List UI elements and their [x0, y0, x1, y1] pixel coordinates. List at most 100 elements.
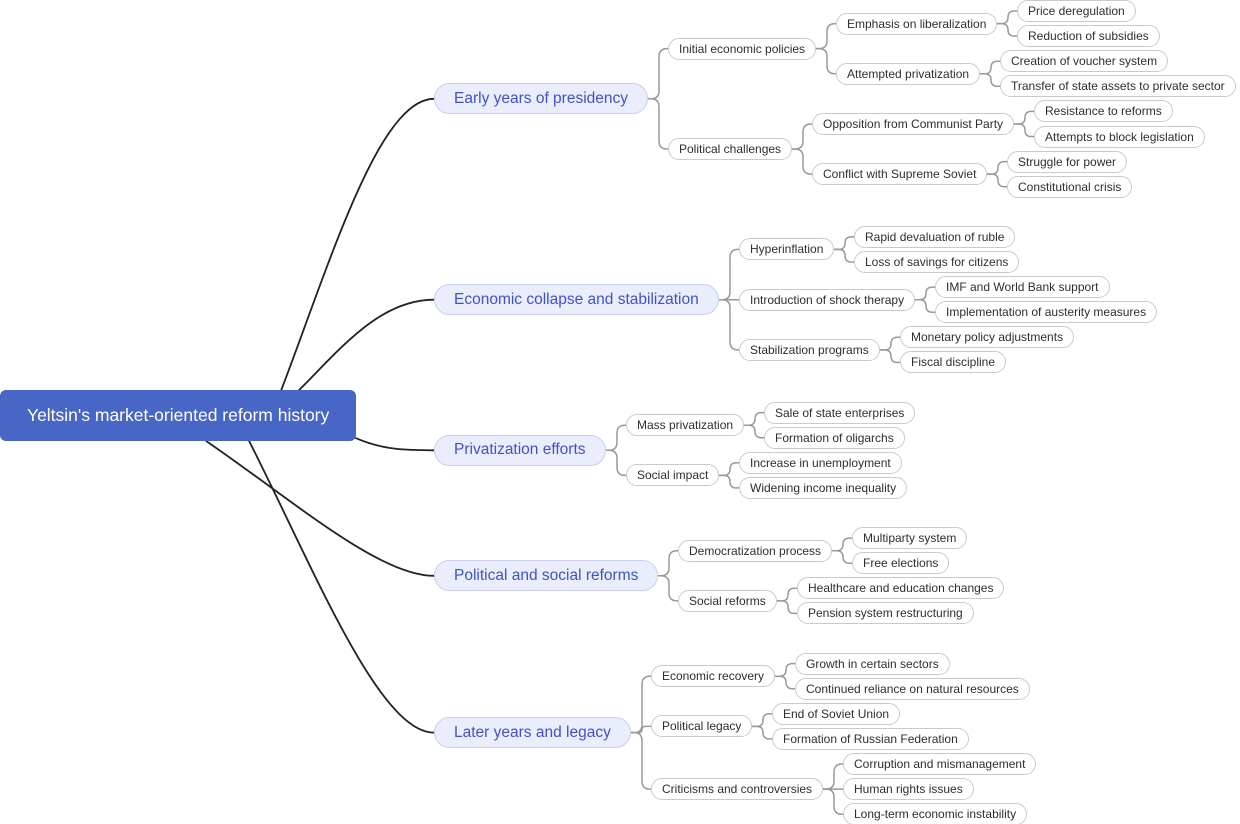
topic-node[interactable]: Struggle for power: [1007, 150, 1128, 173]
topic-node[interactable]: Long-term economic instability: [843, 803, 1028, 824]
connector-line: [774, 675, 796, 690]
topic-node[interactable]: Continued reliance on natural resources: [795, 677, 1030, 700]
connector-line: [605, 449, 627, 477]
branch-node[interactable]: Political and social reforms: [434, 560, 659, 592]
connector-line: [280, 97, 435, 392]
node-label: Opposition from Communist Party: [823, 117, 1004, 131]
node-label: Yeltsin's market-oriented reform history: [27, 405, 330, 426]
topic-node[interactable]: Political legacy: [651, 715, 753, 738]
node-label: IMF and World Bank support: [946, 280, 1099, 295]
topic-node[interactable]: Hyperinflation: [739, 238, 835, 261]
connector-line: [605, 424, 627, 452]
topic-node[interactable]: Initial economic policies: [668, 37, 817, 60]
topic-node[interactable]: Transfer of state assets to private sect…: [1000, 75, 1236, 98]
node-label: Economic recovery: [662, 669, 765, 684]
topic-node[interactable]: Attempted privatization: [836, 62, 981, 85]
node-label: Growth in certain sectors: [806, 656, 939, 671]
topic-node[interactable]: Rapid devaluation of ruble: [854, 225, 1016, 248]
topic-node[interactable]: IMF and World Bank support: [935, 276, 1110, 299]
topic-node[interactable]: Corruption and mismanagement: [843, 753, 1037, 775]
node-label: Emphasis on liberalization: [847, 16, 987, 31]
topic-node[interactable]: Emphasis on liberalization: [836, 12, 998, 35]
topic-node[interactable]: Attempts to block legislation: [1034, 125, 1205, 148]
topic-node[interactable]: Pension system restructuring: [797, 602, 974, 625]
connector-line: [833, 248, 855, 263]
topic-node[interactable]: Widening income inequality: [739, 476, 908, 499]
node-label: Creation of voucher system: [1011, 54, 1158, 69]
topic-node[interactable]: Stabilization programs: [739, 338, 880, 361]
connector-line: [355, 437, 435, 452]
node-label: Widening income inequality: [750, 480, 897, 495]
node-label: Price deregulation: [1028, 4, 1125, 18]
topic-node[interactable]: Sale of state enterprises: [764, 401, 916, 424]
topic-node[interactable]: Political challenges: [668, 138, 793, 160]
topic-node[interactable]: Economic recovery: [651, 665, 776, 688]
node-label: Later years and legacy: [454, 723, 611, 741]
connector-line: [657, 575, 679, 602]
connector-line: [774, 662, 796, 677]
topic-node[interactable]: Mass privatization: [626, 414, 745, 437]
node-label: Economic collapse and stabilization: [454, 290, 699, 308]
topic-node[interactable]: Healthcare and education changes: [797, 577, 1005, 600]
node-label: Formation of Russian Federation: [783, 731, 958, 746]
branch-node[interactable]: Economic collapse and stabilization: [434, 284, 719, 316]
node-label: Healthcare and education changes: [808, 581, 994, 596]
node-label: Formation of oligarchs: [775, 430, 894, 445]
node-label: Criticisms and controversies: [662, 782, 813, 797]
node-label: Monetary policy adjustments: [911, 330, 1064, 345]
node-label: Early years of presidency: [454, 89, 629, 107]
node-label: End of Soviet Union: [783, 706, 890, 721]
topic-node[interactable]: Increase in unemployment: [739, 451, 902, 474]
topic-node[interactable]: Creation of voucher system: [1000, 50, 1169, 73]
connector-line: [630, 675, 652, 734]
node-label: Sale of state enterprises: [775, 405, 905, 420]
topic-node[interactable]: Social reforms: [678, 589, 777, 612]
node-label: Transfer of state assets to private sect…: [1011, 79, 1225, 94]
node-label: Fiscal discipline: [911, 355, 996, 370]
connector-line: [831, 549, 853, 564]
connector-line: [996, 22, 1018, 37]
topic-node[interactable]: Opposition from Communist Party: [812, 113, 1015, 135]
topic-node[interactable]: Criticisms and controversies: [651, 778, 824, 801]
topic-node[interactable]: Social impact: [626, 464, 720, 487]
connector-line: [657, 549, 679, 577]
connector-line: [979, 73, 1001, 88]
topic-node[interactable]: Multiparty system: [852, 527, 968, 550]
topic-node[interactable]: Growth in certain sectors: [795, 652, 950, 675]
topic-node[interactable]: Price deregulation: [1017, 0, 1136, 22]
connector-line: [1013, 110, 1035, 125]
connector-line: [743, 411, 765, 426]
node-label: Long-term economic instability: [854, 807, 1017, 822]
root-node[interactable]: Yeltsin's market-oriented reform history: [0, 390, 357, 442]
topic-node[interactable]: Formation of Russian Federation: [772, 727, 969, 750]
branch-node[interactable]: Early years of presidency: [434, 83, 649, 115]
node-label: Implementation of austerity measures: [946, 305, 1147, 320]
topic-node[interactable]: Democratization process: [678, 539, 833, 562]
branch-node[interactable]: Privatization efforts: [434, 434, 606, 466]
connector-line: [630, 731, 652, 790]
topic-node[interactable]: Fiscal discipline: [900, 351, 1007, 374]
connector-line: [996, 10, 1018, 25]
branch-node[interactable]: Later years and legacy: [434, 717, 631, 749]
topic-node[interactable]: Implementation of austerity measures: [935, 301, 1158, 324]
node-label: Mass privatization: [637, 418, 734, 433]
topic-node[interactable]: Loss of savings for citizens: [854, 251, 1020, 273]
topic-node[interactable]: End of Soviet Union: [772, 702, 901, 725]
topic-node[interactable]: Introduction of shock therapy: [739, 288, 916, 311]
topic-node[interactable]: Resistance to reforms: [1034, 100, 1173, 123]
node-label: Political and social reforms: [454, 566, 639, 584]
connector-line: [831, 537, 853, 552]
node-label: Human rights issues: [854, 782, 963, 797]
node-label: Reduction of subsidies: [1028, 29, 1149, 44]
topic-node[interactable]: Monetary policy adjustments: [900, 326, 1075, 349]
topic-node[interactable]: Conflict with Supreme Soviet: [812, 163, 988, 186]
topic-node[interactable]: Formation of oligarchs: [764, 426, 905, 449]
topic-node[interactable]: Reduction of subsidies: [1017, 25, 1160, 48]
topic-node[interactable]: Human rights issues: [843, 778, 974, 801]
topic-node[interactable]: Constitutional crisis: [1007, 175, 1133, 198]
topic-node[interactable]: Free elections: [852, 552, 950, 575]
connector-line: [718, 462, 740, 477]
node-label: Initial economic policies: [679, 41, 806, 56]
connector-line: [914, 286, 936, 301]
